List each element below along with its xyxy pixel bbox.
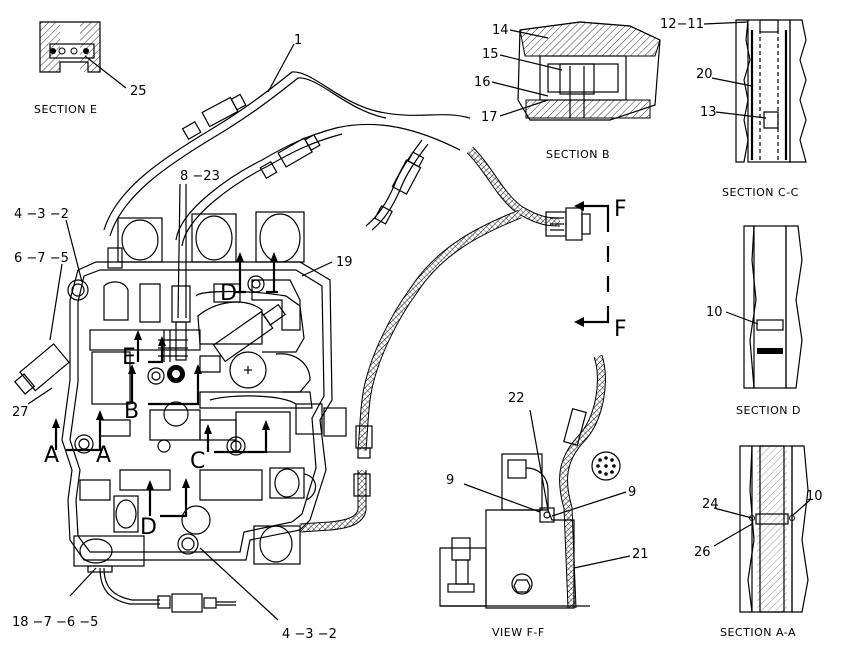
callout-22: 22 bbox=[508, 391, 525, 406]
callout-14: 14 bbox=[492, 23, 509, 38]
section-marker-d-bottom: D bbox=[140, 515, 157, 540]
callout-19: 19 bbox=[336, 255, 353, 270]
callout-13: 13 bbox=[700, 105, 717, 120]
section-b-view bbox=[491, 21, 661, 121]
section-marker-a-right: A bbox=[96, 443, 111, 468]
callout-18-7-6-5: 18 −7 −6 −5 bbox=[12, 615, 98, 630]
callout-17: 17 bbox=[481, 110, 498, 125]
section-marker-b: B bbox=[124, 399, 139, 424]
callout-10-section-aa: 10 bbox=[806, 489, 823, 504]
callout-16: 16 bbox=[474, 75, 491, 90]
callout-27: 27 bbox=[12, 405, 29, 420]
callout-25: 25 bbox=[130, 84, 147, 99]
cutting-plane-f bbox=[574, 201, 610, 327]
section-e-title: SECTION E bbox=[34, 103, 97, 116]
callout-9-left: 9 bbox=[446, 473, 454, 488]
callout-20: 20 bbox=[696, 67, 713, 82]
callout-6-7-5: 6 −7 −5 bbox=[14, 251, 69, 266]
callout-9-right: 9 bbox=[628, 485, 636, 500]
callout-15: 15 bbox=[482, 47, 499, 62]
valve-body bbox=[13, 211, 333, 573]
callout-26: 26 bbox=[694, 545, 711, 560]
section-aa-view bbox=[713, 445, 811, 613]
view-ff bbox=[439, 354, 631, 609]
section-marker-e: E bbox=[122, 345, 136, 370]
section-marker-c: C bbox=[190, 449, 205, 474]
section-d-title: SECTION D bbox=[736, 404, 801, 417]
section-e-view bbox=[39, 21, 127, 89]
callout-1: 1 bbox=[294, 33, 302, 48]
section-d-view bbox=[725, 225, 803, 389]
section-marker-f-bottom: F bbox=[614, 317, 627, 342]
callout-21: 21 bbox=[632, 547, 649, 562]
section-cc-title: SECTION C-C bbox=[722, 186, 799, 199]
section-marker-a-left: A bbox=[44, 443, 59, 468]
section-cc-view bbox=[703, 19, 807, 163]
section-marker-arrows bbox=[52, 252, 278, 518]
section-aa-title: SECTION A-A bbox=[720, 626, 796, 639]
callout-12-11: 12−11 bbox=[660, 17, 704, 32]
callout-4-3-2-top: 4 −3 −2 bbox=[14, 207, 69, 222]
callout-24: 24 bbox=[702, 497, 719, 512]
section-marker-d-top: D bbox=[220, 281, 237, 306]
section-b-title: SECTION B bbox=[546, 148, 610, 161]
callout-10-section-d: 10 bbox=[706, 305, 723, 320]
callout-4-3-2-bottom: 4 −3 −2 bbox=[282, 627, 337, 642]
wiring-harness bbox=[99, 71, 591, 613]
callout-8-23: 8 −23 bbox=[180, 169, 220, 184]
section-marker-f-top: F bbox=[614, 197, 627, 222]
view-ff-title: VIEW F-F bbox=[492, 626, 545, 639]
